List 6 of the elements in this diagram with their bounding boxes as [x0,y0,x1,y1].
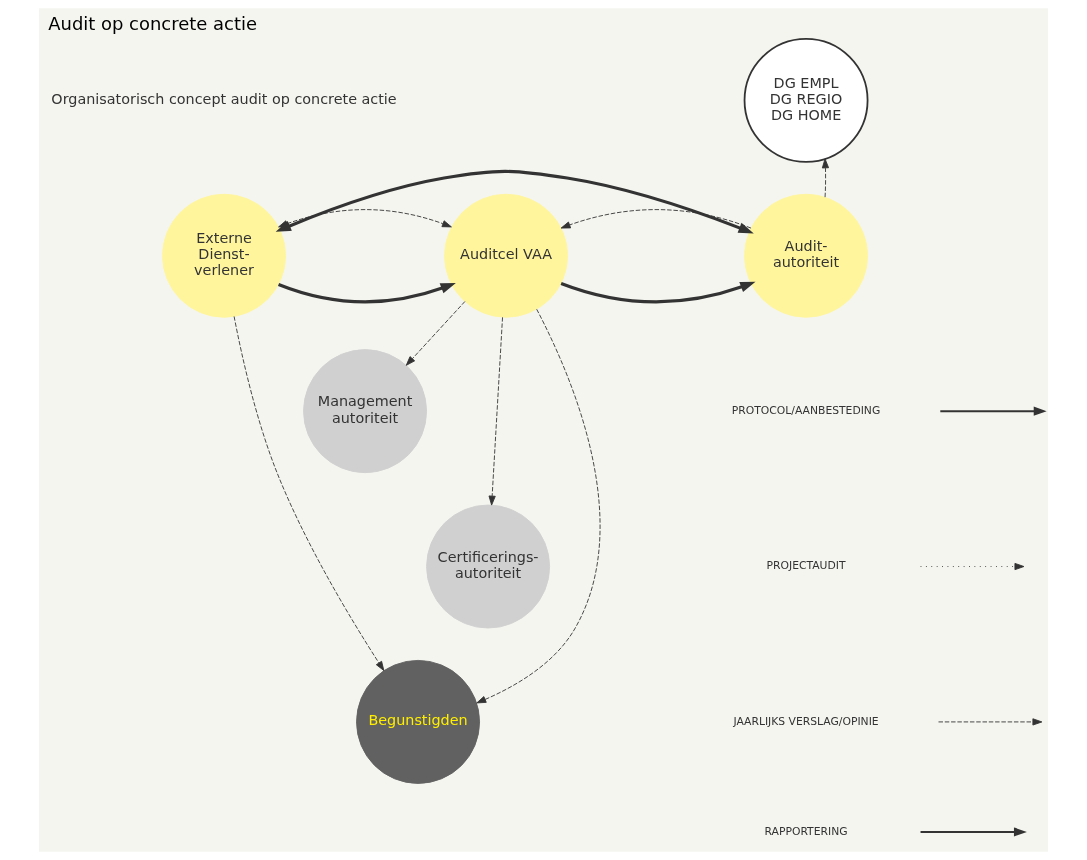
legend-label: PROJECTAUDIT [766,559,846,573]
diagram-title: Audit op concrete actie [48,12,257,34]
legend-label: PROTOCOL/AANBESTEDING [731,403,881,417]
legend-label: RAPPORTERING [764,824,848,838]
legend-label: JAARLIJKS VERSLAG/OPINIE [733,714,879,728]
label: Organisatorisch concept audit op concrete actie [51,90,397,107]
